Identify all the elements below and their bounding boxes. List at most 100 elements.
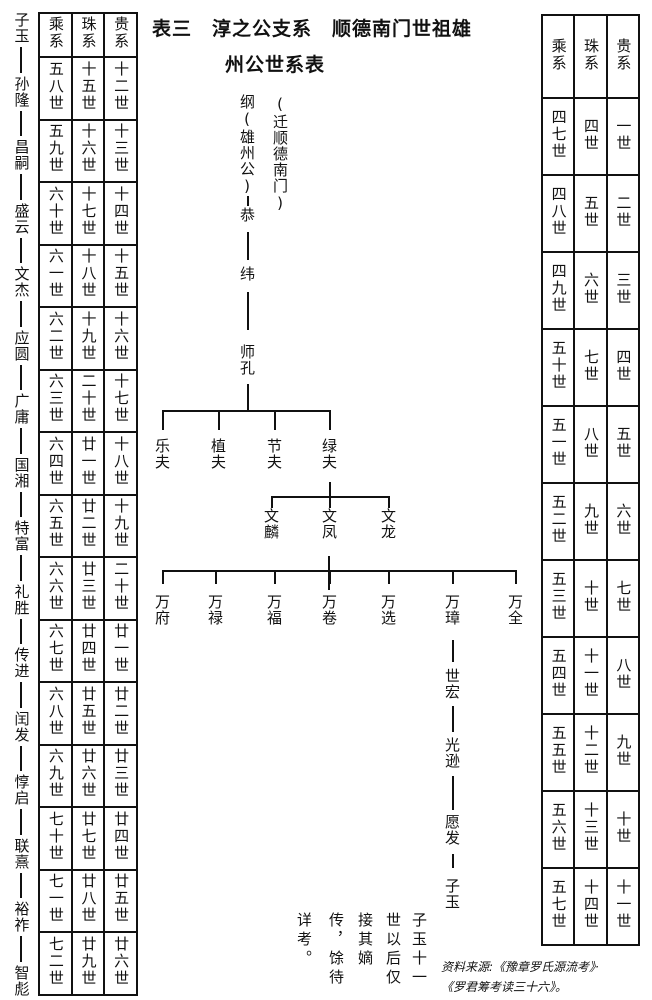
tree-node: 愿发 bbox=[443, 814, 461, 846]
connector bbox=[329, 482, 331, 504]
table-cell: 十六世 bbox=[103, 306, 138, 371]
table-cell: 廿五世 bbox=[70, 681, 106, 746]
connector bbox=[515, 570, 517, 584]
table-row: 六三世二十世十七世 bbox=[38, 368, 138, 433]
header-label: 贵系 bbox=[112, 16, 131, 50]
header-label: 珠系 bbox=[581, 37, 600, 72]
table-row: 五七世十四世十一世 bbox=[540, 867, 641, 946]
cell-value: 六二世 bbox=[46, 310, 65, 362]
table-row: 五十世七世四世 bbox=[540, 328, 641, 407]
header-cell: 珠系 bbox=[70, 12, 106, 58]
lineage-connector bbox=[20, 745, 22, 772]
cell-value: 廿四世 bbox=[79, 623, 98, 675]
table-cell: 十二世 bbox=[103, 56, 138, 121]
table-cell: 廿九世 bbox=[70, 931, 106, 996]
lineage-name: 传进 bbox=[12, 647, 31, 680]
table-row: 四七世四世一世 bbox=[540, 97, 641, 176]
table-cell: 八世 bbox=[605, 636, 641, 715]
cell-value: 五九世 bbox=[46, 123, 65, 175]
table-row: 五八世十五世十二世 bbox=[38, 56, 138, 121]
table-row: 六七世廿四世廿一世 bbox=[38, 618, 138, 683]
table-cell: 十三世 bbox=[573, 790, 608, 869]
table-cell: 廿六世 bbox=[70, 743, 106, 808]
connector bbox=[271, 496, 273, 508]
page-title-line2: 州公世系表 bbox=[225, 54, 326, 76]
table-row: 五一世八世五世 bbox=[540, 405, 641, 484]
cell-value: 十四世 bbox=[581, 879, 600, 930]
cell-value: 十二世 bbox=[112, 60, 131, 112]
table-cell: 五六世 bbox=[540, 790, 576, 869]
table-row: 五九世十六世十三世 bbox=[38, 118, 138, 183]
cell-value: 九世 bbox=[614, 733, 633, 768]
cell-value: 六三世 bbox=[46, 373, 65, 425]
table-row: 六八世廿五世廿二世 bbox=[38, 681, 138, 746]
tree-root-note: (迁顺德南门) bbox=[271, 95, 289, 213]
table-cell: 十八世 bbox=[70, 243, 106, 308]
cell-value: 十六世 bbox=[79, 123, 98, 175]
table-row: 五三世十世七世 bbox=[540, 559, 641, 638]
header-label: 珠系 bbox=[79, 16, 98, 50]
cell-value: 十九世 bbox=[79, 310, 98, 362]
table-cell: 六九世 bbox=[38, 743, 73, 808]
cell-value: 五三世 bbox=[549, 571, 568, 622]
cell-value: 廿五世 bbox=[112, 873, 131, 925]
tree-node: 文麟 bbox=[262, 508, 280, 540]
table-row: 六二世十九世十六世 bbox=[38, 306, 138, 371]
cell-value: 六世 bbox=[614, 502, 633, 537]
table-cell: 廿四世 bbox=[103, 806, 138, 871]
tree-node: 世宏 bbox=[443, 668, 461, 700]
note-column: 世以后仅 bbox=[384, 912, 402, 988]
cell-value: 二十世 bbox=[79, 373, 98, 425]
cell-value: 廿一世 bbox=[112, 623, 131, 675]
table-cell: 四八世 bbox=[540, 174, 576, 253]
cell-value: 八世 bbox=[614, 656, 633, 691]
tree-node: 光逊 bbox=[443, 737, 461, 769]
table-row: 七十世廿七世廿四世 bbox=[38, 806, 138, 871]
cell-value: 五七世 bbox=[549, 879, 568, 930]
table-cell: 六八世 bbox=[38, 681, 73, 746]
table-row: 五五世十二世九世 bbox=[540, 713, 641, 792]
table-row: 六四世廿一世十八世 bbox=[38, 431, 138, 496]
lineage-name: 联熹 bbox=[12, 837, 31, 870]
tree-node: 文凤 bbox=[320, 508, 338, 540]
header-label: 贵系 bbox=[614, 37, 633, 72]
lineage-connector bbox=[20, 364, 22, 391]
connector bbox=[388, 496, 390, 508]
tree-node: 绿夫 bbox=[320, 438, 338, 470]
table-cell: 六二世 bbox=[38, 306, 73, 371]
table-row: 六九世廿六世廿三世 bbox=[38, 743, 138, 808]
table-cell: 二十世 bbox=[70, 368, 106, 433]
table-row: 五四世十一世八世 bbox=[540, 636, 641, 715]
cell-value: 四九世 bbox=[549, 263, 568, 314]
cell-value: 六一世 bbox=[46, 248, 65, 300]
page-title-line1: 表三 淳之公支系 顺德南门世祖雄 bbox=[152, 18, 473, 40]
table-row: 六十世十七世十四世 bbox=[38, 181, 138, 246]
cell-value: 廿三世 bbox=[79, 560, 98, 612]
cell-value: 五八世 bbox=[46, 60, 65, 112]
lineage-name: 盛云 bbox=[12, 202, 31, 235]
left-generation-table: 乘系珠系贵系五八世十五世十二世五九世十六世十三世六十世十七世十四世六一世十八世十… bbox=[38, 12, 138, 996]
lineage-name: 惇启 bbox=[12, 774, 31, 807]
tree-node: 万府 bbox=[153, 594, 171, 626]
connector bbox=[247, 384, 249, 410]
table-cell: 七二世 bbox=[38, 931, 73, 996]
lineage-connector bbox=[20, 237, 22, 264]
table-cell: 四世 bbox=[605, 328, 641, 407]
header-cell: 贵系 bbox=[103, 12, 138, 58]
table-cell: 五九世 bbox=[38, 118, 73, 183]
lineage-name: 国湘 bbox=[12, 456, 31, 489]
connector bbox=[218, 410, 220, 430]
lineage-connector bbox=[20, 174, 22, 200]
cell-value: 十七世 bbox=[79, 185, 98, 237]
cell-value: 六九世 bbox=[46, 748, 65, 800]
table-cell: 廿四世 bbox=[70, 618, 106, 683]
header-label: 乘系 bbox=[46, 16, 65, 50]
table-cell: 七一世 bbox=[38, 868, 73, 933]
table-row: 五六世十三世十世 bbox=[540, 790, 641, 869]
connector bbox=[329, 570, 331, 584]
lineage-name: 智彪 bbox=[12, 964, 31, 997]
table-cell: 廿五世 bbox=[103, 868, 138, 933]
table-cell: 五三世 bbox=[540, 559, 576, 638]
connector bbox=[452, 640, 454, 662]
cell-value: 七世 bbox=[581, 348, 600, 383]
